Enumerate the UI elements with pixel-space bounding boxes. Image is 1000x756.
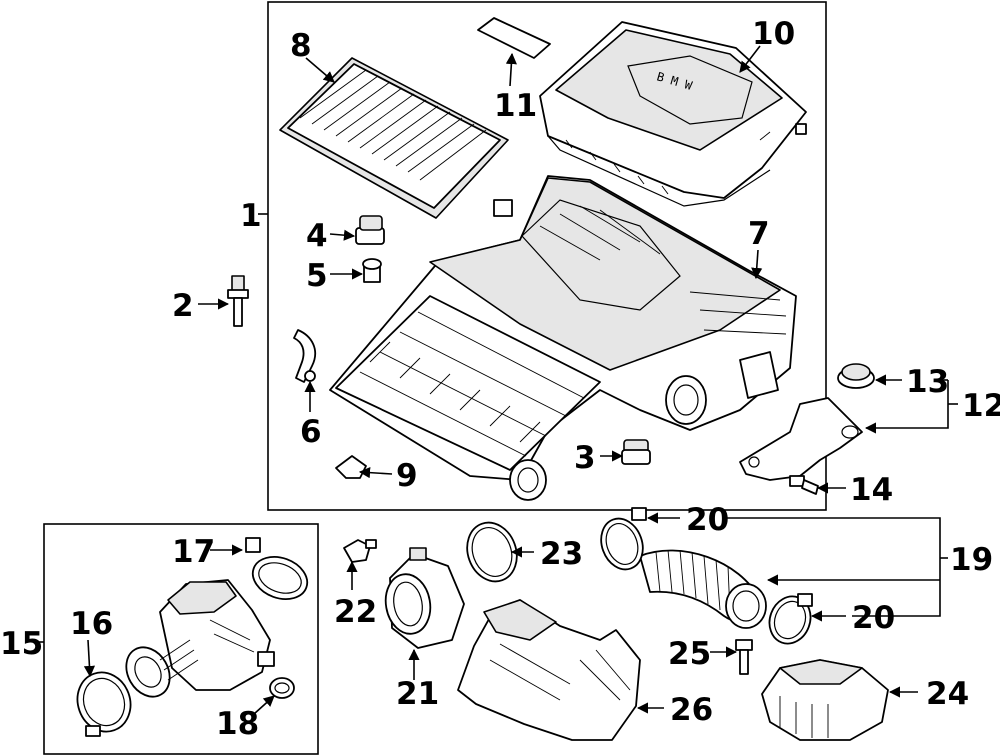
mount-grommet: [837, 363, 875, 389]
callout-16: 16: [70, 606, 113, 642]
callout-24: 24: [926, 676, 969, 712]
callout-10: 10: [752, 16, 795, 52]
label-sticker: [477, 17, 551, 59]
callout-labels: 1 2 3 4 5 6 7 8 9 10 11 12 13 14 15 16 1…: [0, 16, 1000, 742]
resonator: [761, 659, 889, 741]
callout-25: 25: [668, 636, 711, 672]
callout-20-upper: 20: [686, 502, 729, 538]
callout-1: 1: [240, 198, 262, 234]
callout-7: 7: [748, 216, 770, 252]
throttle-body: [125, 579, 275, 698]
grommet-lower: [621, 439, 651, 465]
mass-air-flow-sensor: [384, 547, 465, 649]
air-filter-element: [279, 57, 509, 219]
hose-clamp-17: [245, 537, 309, 600]
callout-20-lower: 20: [852, 600, 895, 636]
callout-5: 5: [306, 258, 328, 294]
air-cleaner-housing: [329, 175, 797, 501]
bracket: [293, 329, 317, 383]
callout-8: 8: [290, 28, 312, 64]
leader-lines: [38, 45, 958, 715]
clip: [335, 455, 367, 479]
callout-9: 9: [396, 458, 418, 494]
callout-21: 21: [396, 676, 439, 712]
callout-11: 11: [494, 88, 537, 124]
intake-duct: [457, 599, 641, 741]
callout-14: 14: [850, 472, 893, 508]
bracket-bolt: [789, 475, 819, 495]
callout-23: 23: [540, 536, 583, 572]
hose-clamp-18: [269, 677, 295, 699]
hose-clamp-16: [76, 671, 132, 737]
callout-13: 13: [906, 364, 949, 400]
callout-18: 18: [216, 706, 259, 742]
assembly-frame-15: [43, 523, 319, 755]
duct-bolt: [735, 639, 753, 675]
grommet: [355, 215, 385, 245]
callout-17: 17: [172, 534, 215, 570]
callout-3: 3: [574, 440, 596, 476]
hose-clamp-20-lower: [768, 593, 813, 645]
callout-2: 2: [172, 288, 194, 324]
assembly-frame-1: [267, 1, 827, 511]
callout-26: 26: [670, 692, 713, 728]
hose-clamp-20-upper: [600, 507, 647, 571]
callout-12: 12: [962, 388, 1000, 424]
bolt: [227, 275, 249, 327]
mounting-bracket: [739, 397, 863, 481]
connector: [362, 258, 382, 283]
gasket-ring: [466, 521, 518, 583]
callout-4: 4: [306, 218, 328, 254]
callout-19: 19: [950, 542, 993, 578]
intake-hose: [639, 549, 767, 629]
callout-6: 6: [300, 414, 322, 450]
callout-22: 22: [334, 594, 377, 630]
sensor: [343, 539, 377, 563]
callout-15: 15: [0, 626, 43, 662]
